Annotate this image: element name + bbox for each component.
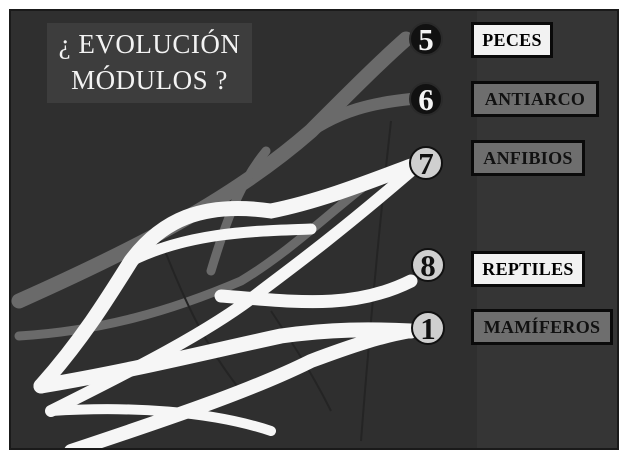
white-lower-sweep <box>64 324 418 448</box>
diagram-frame: ¿ EVOLUCIÓN MÓDULOS ? 5 PECES 6 ANTIARCO… <box>9 9 619 450</box>
group-label-peces: PECES <box>471 22 553 58</box>
white-branch-upper <box>125 223 317 267</box>
group-label-mamiferos: MAMÍFEROS <box>471 309 613 345</box>
group-number-badge: 6 <box>409 82 443 116</box>
evolution-tree <box>11 31 419 448</box>
group-label-anfibios: ANFIBIOS <box>471 140 585 176</box>
title-line-2: MÓDULOS ? <box>71 65 228 95</box>
group-number-badge: 1 <box>411 311 445 345</box>
white-lower-spur <box>46 404 276 436</box>
white-stem-main <box>33 158 419 394</box>
faint-veins <box>160 120 392 442</box>
white-branch-to-1 <box>33 322 419 394</box>
group-number-badge: 8 <box>411 248 445 282</box>
group-label-reptiles: REPTILES <box>471 251 585 287</box>
white-branch-to-8 <box>214 274 418 309</box>
gray-trunk <box>11 31 414 309</box>
group-number-badge: 5 <box>409 22 443 56</box>
title-box: ¿ EVOLUCIÓN MÓDULOS ? <box>47 23 252 103</box>
gray-branch-to-6 <box>305 93 417 137</box>
title-line-1: ¿ EVOLUCIÓN <box>58 29 241 59</box>
white-branches <box>33 158 419 448</box>
group-number-badge: 7 <box>409 146 443 180</box>
group-label-antiarco: ANTIARCO <box>471 81 599 117</box>
